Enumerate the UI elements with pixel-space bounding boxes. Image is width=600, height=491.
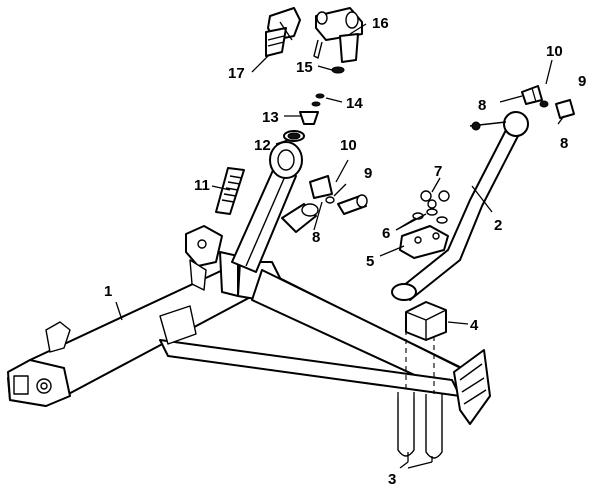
callout-10-right: 10 [546,43,563,60]
callout-17: 17 [228,65,245,82]
part-8-9-10-center-group [309,175,368,215]
part-4-saddle-block [405,301,447,341]
callout-5: 5 [366,253,374,270]
part-5-clamp-plate [399,225,449,259]
part-1-main-frame [7,141,491,425]
callout-3: 3 [388,471,396,488]
callout-14: 14 [346,95,363,112]
callout-1: 1 [104,283,112,300]
part-14-spacers [311,93,325,107]
callout-9-right: 9 [578,73,586,90]
callout-labels: 1 2 3 4 5 6 7 8 8 8 9 9 10 10 11 12 13 1… [104,15,586,488]
leader-lines [115,23,565,469]
callout-8-center: 8 [312,229,320,246]
callout-15: 15 [296,59,313,76]
callout-4: 4 [470,317,479,334]
part-13-bushing [299,111,319,125]
part-11-threaded-rod [215,167,245,215]
part-17-upper-fitting [265,7,301,57]
callout-9-center: 9 [364,165,372,182]
callout-7: 7 [434,163,442,180]
callout-12: 12 [254,137,271,154]
part-2-hitch-arm [391,111,529,301]
part-12-bearing-ring [283,130,305,142]
callout-6: 6 [382,225,390,242]
part-7-nuts [420,190,450,209]
part-8-9-10-right-group [521,85,575,119]
callout-8-right-lower: 8 [560,135,568,152]
part-16-swivel-coupling [313,7,363,63]
part-15-washer [331,66,345,74]
callout-8-right-upper: 8 [478,97,486,114]
callout-13: 13 [262,109,279,126]
part-6-washers [412,208,448,224]
callout-16: 16 [372,15,389,32]
callout-11: 11 [194,177,210,194]
callout-2: 2 [494,217,502,234]
part-3-u-bolts [397,330,443,459]
callout-10-center: 10 [340,137,357,154]
